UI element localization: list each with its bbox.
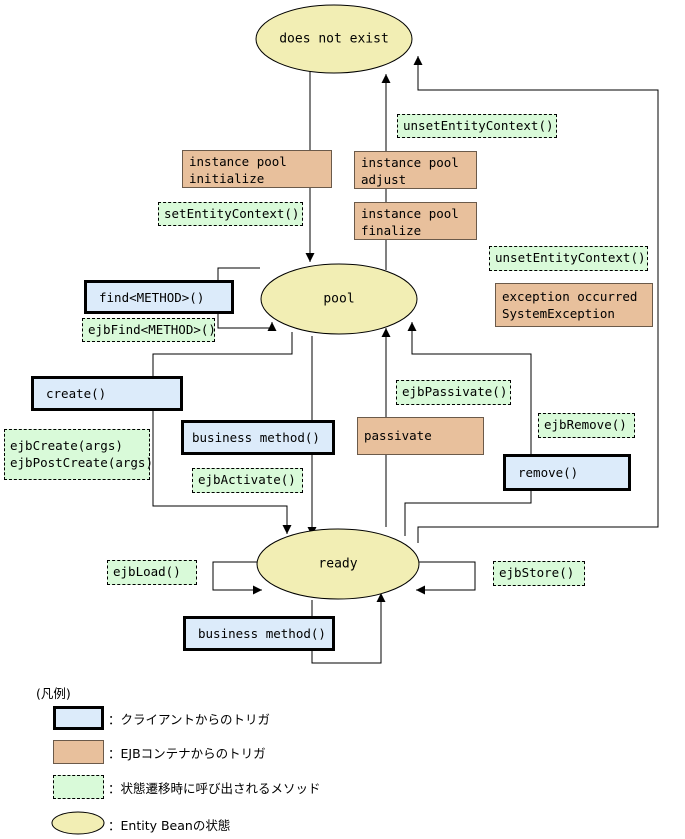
state-label-ready: ready [318, 556, 358, 572]
legend-client-swatch [53, 706, 104, 730]
edge-load-loop [212, 561, 263, 595]
trigger-find-method: find<METHOD>() [84, 280, 234, 314]
trigger-exception-occurred: exception occurred SystemException [495, 283, 653, 327]
callback-ejb-load: ejbLoad() [107, 560, 197, 585]
state-ready [256, 528, 420, 600]
legend-method-swatch [53, 775, 104, 799]
edge-find-loop [217, 267, 277, 331]
legend-state-swatch [51, 811, 105, 835]
trigger-create: create() [31, 376, 183, 411]
callback-set-entity-context: setEntityContext() [158, 202, 303, 226]
state-does-not-exist [255, 4, 413, 74]
edge-exception [413, 56, 659, 543]
legend-method-label: ：状態遷移時に呼び出されるメソッド [108, 781, 321, 796]
legend-ejb-label: ：EJBコンテナからのトリガ [108, 746, 266, 761]
callback-ejb-activate: ejbActivate() [192, 468, 303, 493]
trigger-passivate: passivate [357, 417, 484, 455]
trigger-instance-pool-adjust: instance pool adjust [354, 151, 477, 189]
legend-ejb-swatch [53, 740, 104, 764]
trigger-instance-pool-finalize: instance pool finalize [354, 202, 477, 240]
callback-unset-entity-context-right: unsetEntityContext() [489, 246, 648, 271]
edge-create [152, 332, 293, 534]
callback-ejb-remove: ejbRemove() [538, 413, 635, 438]
callback-ejb-store: ejbStore() [493, 561, 585, 586]
state-label-does-not-exist: does not exist [279, 31, 389, 47]
legend-title: (凡例) [36, 686, 71, 701]
state-label-pool: pool [323, 291, 355, 307]
callback-ejb-passivate: ejbPassivate() [396, 380, 511, 405]
trigger-instance-pool-initialize: instance pool initialize [182, 150, 332, 188]
trigger-business-method-upper: business method() [181, 420, 335, 455]
trigger-remove: remove() [503, 454, 631, 491]
state-pool [260, 263, 418, 335]
edge-remove [404, 322, 532, 536]
callback-unset-entity-context-top: unsetEntityContext() [397, 114, 557, 138]
legend-state-label: ：Entity Beanの状態 [108, 818, 231, 833]
callback-ejb-create: ejbCreate(args) ejbPostCreate(args) [4, 429, 153, 480]
legend-client-label: ：クライアントからのトリガ [108, 712, 271, 727]
callback-ejb-find-method: ejbFind<METHOD>() [82, 318, 216, 342]
edge-store-loop [416, 561, 476, 595]
trigger-business-method-lower: business method() [183, 616, 335, 651]
